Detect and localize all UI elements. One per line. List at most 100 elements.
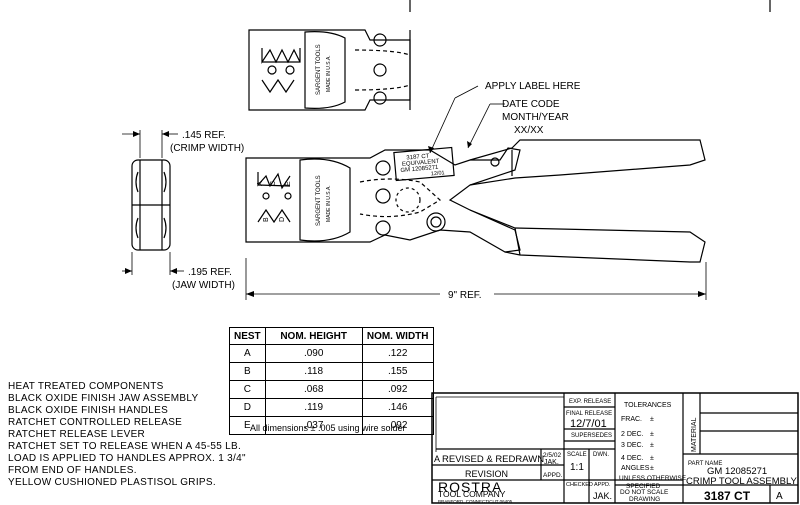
dwn-label: DWN.	[593, 452, 609, 458]
nest-dimension-table: NEST NOM. HEIGHT NOM. WIDTH A .090 .122 …	[229, 327, 434, 435]
table-row: E .037 .092	[229, 416, 434, 435]
note-line: HEAT TREATED COMPONENTS	[8, 381, 164, 392]
header-nest: NEST	[229, 327, 266, 345]
height-cell: .118	[264, 362, 363, 381]
tool-label: 3187 CT EQUIVALENT GM 12085271 12/01	[400, 153, 445, 177]
height-cell: .068	[264, 380, 363, 399]
approved-label: APPD.	[594, 482, 611, 488]
final-release-label: FINAL RELEASE	[566, 411, 612, 417]
drawing-number: 3187 CT	[704, 489, 751, 503]
side-view	[122, 130, 184, 275]
height-cell: .119	[264, 398, 363, 417]
nest-mark-a: A	[257, 181, 264, 186]
do-not-scale-drawing: DRAWING	[629, 496, 660, 503]
apply-label-callout: APPLY LABEL HERE	[485, 81, 581, 92]
nest-cell: E	[229, 416, 266, 435]
overall-length-label: 9" REF.	[448, 290, 482, 301]
jaw-markings: SARGENT TOOLS MADE IN U.S.A. SARGENT TOO…	[257, 44, 332, 226]
part-title: CRIMP TOOL ASSEMBLY	[686, 476, 798, 487]
nest-mark-c: C	[270, 181, 277, 186]
table-row: C .068 .092	[229, 380, 434, 399]
tol-frac-pm: ±	[650, 416, 654, 423]
jaw-brand-main: SARGENT TOOLS	[316, 175, 322, 226]
tol-angles: ANGLES	[621, 465, 650, 472]
crimp-tool-main-view	[245, 85, 706, 263]
width-cell: .122	[361, 344, 434, 363]
nest-cell: B	[229, 362, 266, 381]
jaw-madein-top: MADE IN U.S.A.	[326, 55, 332, 92]
rev-letter: A	[434, 454, 440, 464]
specified-label: SPECIFIED	[626, 483, 661, 490]
material-label: MATERIAL	[691, 417, 698, 452]
rev-date: 2/5/02	[543, 452, 561, 459]
note-line: RATCHET RELEASE LEVER	[8, 429, 146, 440]
company-subtitle: TOOL COMPANY	[438, 489, 506, 499]
drawing-revision: A	[776, 491, 783, 502]
table-row: D .119 .146	[229, 398, 434, 417]
rev-by: JAK.	[544, 459, 559, 466]
nest-mark-d: D	[279, 217, 286, 222]
scale-label: SCALE	[567, 452, 587, 458]
nest-mark-e: E	[285, 181, 292, 186]
tolerances-label: TOLERANCES	[624, 402, 672, 409]
note-line: BLACK OXIDE FINISH HANDLES	[8, 405, 169, 416]
tol-3dec-pm: ±	[650, 442, 654, 449]
header-nom-height: NOM. HEIGHT	[264, 327, 363, 345]
nest-cell: A	[229, 344, 266, 363]
company-name: ROSTRA	[438, 479, 502, 495]
exp-release-label: EXP. RELEASE	[569, 399, 611, 405]
title-block-text: EXP. RELEASE FINAL RELEASE 12/7/01 SUPER…	[434, 399, 798, 504]
approver: JAK.	[593, 491, 612, 501]
note-line: FROM END OF HANDLES.	[8, 465, 137, 476]
note-line: LOAD IS APPLIED TO HANDLES APPROX. 1 3/4…	[8, 453, 246, 464]
height-cell: .090	[264, 344, 363, 363]
note-line: RATCHET CONTROLLED RELEASE	[8, 417, 183, 428]
revision-label: REVISION	[465, 469, 508, 479]
tol-frac: FRAC.	[621, 416, 642, 423]
tool-label-line1: 3187 CT	[406, 153, 430, 161]
width-cell: .092	[361, 380, 434, 399]
tool-label-line4: 12/01	[431, 170, 445, 177]
tool-label-line2: EQUIVALENT	[402, 159, 440, 168]
tol-4dec-pm: ±	[650, 455, 654, 462]
crimp-width-value: .145 REF.	[182, 130, 226, 141]
part-number-line: GM 12085271	[707, 466, 767, 477]
overall-length-dimension	[245, 258, 707, 300]
callout-texts: APPLY LABEL HERE DATE CODE MONTH/YEAR XX…	[170, 81, 581, 301]
nest-mark-b: B	[263, 217, 270, 222]
month-year-callout: MONTH/YEAR	[502, 112, 569, 123]
table-header-row: NEST NOM. HEIGHT NOM. WIDTH	[229, 327, 434, 345]
note-line: YELLOW CUSHIONED PLASTISOL GRIPS.	[8, 477, 216, 488]
note-line: BLACK OXIDE FINISH JAW ASSEMBLY	[8, 393, 199, 404]
do-not-scale: DO NOT SCALE	[620, 489, 669, 496]
jaw-width-label: (JAW WIDTH)	[172, 280, 235, 291]
crimp-width-label: (CRIMP WIDTH)	[170, 143, 244, 154]
header-nom-width: NOM. WIDTH	[361, 327, 434, 345]
width-cell: .155	[361, 362, 434, 381]
title-block	[431, 392, 799, 504]
jaw-top-view	[248, 29, 411, 111]
table-row: A .090 .122	[229, 344, 434, 363]
tol-angles-pm: ±	[650, 465, 654, 472]
tol-2dec-pm: ±	[650, 431, 654, 438]
rev-description: REVISED & REDRAWN	[442, 454, 544, 465]
jaw-brand-top: SARGENT TOOLS	[316, 44, 322, 95]
final-release-date: 12/7/01	[570, 418, 607, 430]
drawing-notes: HEAT TREATED COMPONENTS BLACK OXIDE FINI…	[8, 381, 246, 489]
jaw-madein-main: MADE IN U.S.A.	[326, 185, 332, 222]
tol-2dec: 2 DEC.	[621, 431, 644, 438]
note-line: RATCHET SET TO RELEASE WHEN A 45-55 LB.	[8, 441, 242, 452]
scale-value: 1:1	[570, 462, 584, 473]
date-code-callout: DATE CODE	[502, 99, 560, 110]
unless-label: UNLESS OTHERWISE	[619, 475, 687, 482]
width-cell: .092	[361, 416, 434, 435]
tool-label-line3: GM 12085271	[400, 165, 439, 174]
height-cell: .037	[264, 416, 363, 435]
rev-appd-label: APPD.	[543, 472, 563, 479]
xx-xx-callout: XX/XX	[514, 125, 544, 136]
table-row: B .118 .155	[229, 362, 434, 381]
part-name-label: PART NAME	[688, 461, 722, 467]
supersedes-label: SUPERSEDES	[571, 433, 612, 439]
